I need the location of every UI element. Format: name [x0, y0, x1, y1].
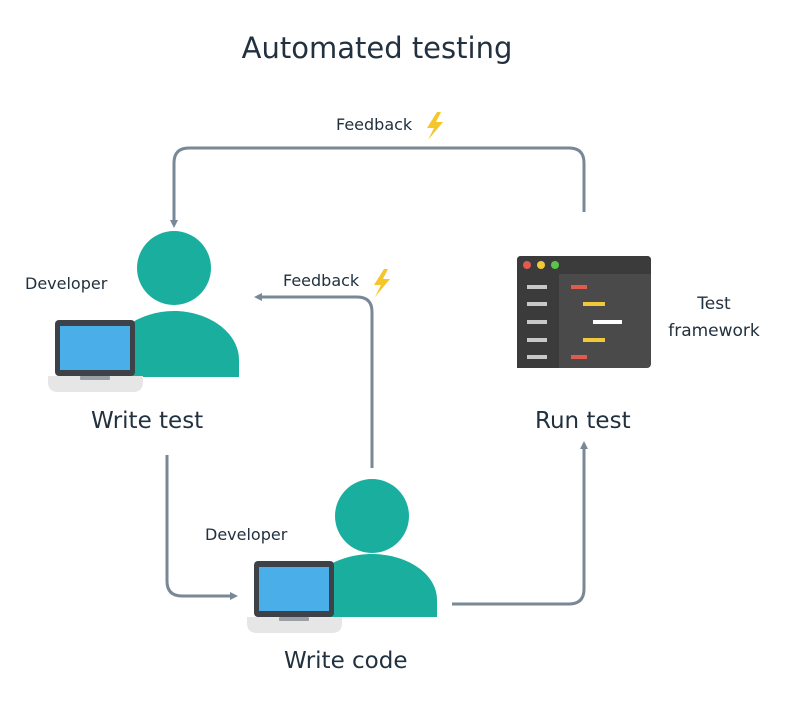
developer-label: Developer [25, 274, 108, 293]
developer-label: Developer [205, 525, 288, 544]
lightning-icon [427, 112, 443, 140]
developer-person-icon [306, 479, 437, 617]
run-test-label: Run test [535, 408, 631, 434]
feedback-top-arrow [170, 146, 586, 228]
test-framework-label: Test framework [664, 291, 764, 345]
test-framework-line2: framework [668, 321, 760, 341]
test-framework-line1: Test [697, 294, 731, 314]
write-test-label: Write test [91, 408, 204, 434]
code-to-run-test-arrow [452, 441, 588, 606]
laptop-icon [247, 561, 342, 633]
developer-person-icon [108, 231, 239, 377]
diagram-title: Automated testing [241, 31, 513, 65]
terminal-window-icon [517, 256, 651, 368]
feedback-top-label: Feedback [336, 115, 413, 134]
write-code-label: Write code [284, 648, 408, 674]
write-test-to-code-arrow [165, 455, 238, 600]
feedback-middle-label: Feedback [283, 271, 360, 290]
lightning-icon [374, 269, 390, 297]
laptop-icon [48, 320, 143, 392]
feedback-middle-arrow [254, 293, 374, 468]
